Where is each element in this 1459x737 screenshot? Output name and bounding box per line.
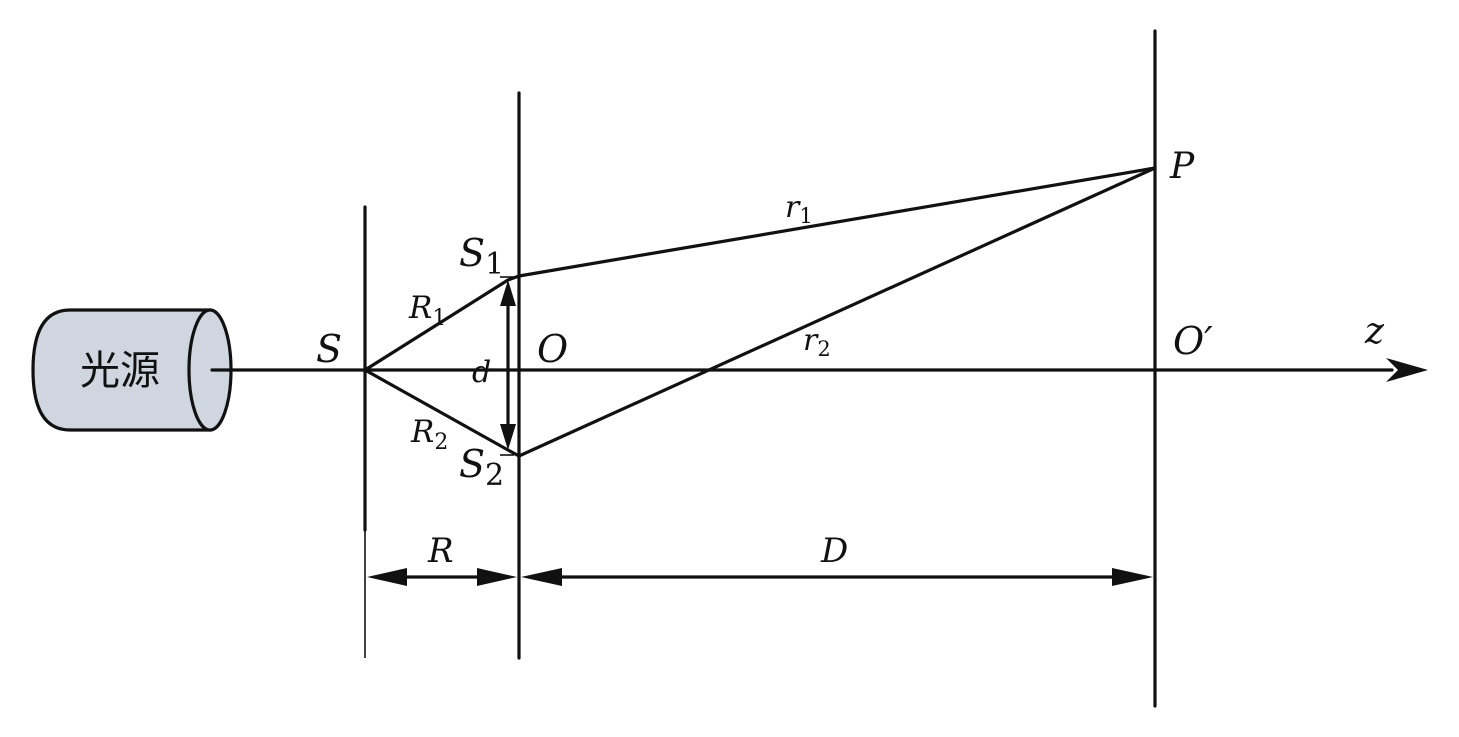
label-r2-base: r bbox=[803, 323, 819, 358]
path-r1 bbox=[517, 166, 1157, 278]
label-r1: r1 bbox=[785, 190, 813, 228]
label-r1-base: r bbox=[785, 190, 801, 225]
label-R2: R2 bbox=[410, 414, 448, 455]
dimension-R bbox=[367, 568, 517, 586]
light-source-body bbox=[31, 308, 212, 432]
label-O: O bbox=[537, 327, 568, 371]
label-S2: S2 bbox=[459, 442, 504, 493]
slit-separation-d bbox=[500, 276, 516, 456]
path-r2 bbox=[517, 166, 1157, 458]
label-z: z bbox=[1364, 311, 1385, 352]
label-S2-base: S bbox=[459, 442, 485, 486]
label-dimension-R: R bbox=[427, 531, 454, 571]
label-R1-sub: 1 bbox=[432, 306, 446, 331]
label-r2-sub: 2 bbox=[817, 337, 830, 361]
label-R1-base: R bbox=[408, 290, 432, 326]
label-S2-sub: 2 bbox=[485, 458, 504, 493]
light-source: 光源 bbox=[31, 308, 233, 432]
light-source-label: 光源 bbox=[80, 348, 160, 394]
label-d: d bbox=[472, 355, 491, 390]
label-r1-sub: 1 bbox=[799, 204, 812, 228]
label-R1: R1 bbox=[408, 290, 446, 331]
label-P: P bbox=[1169, 146, 1195, 187]
label-S1-sub: 1 bbox=[485, 247, 504, 282]
label-S1: S1 bbox=[459, 231, 504, 282]
label-R2-sub: 2 bbox=[434, 430, 448, 455]
label-S: S bbox=[316, 327, 342, 371]
z-axis-arrowhead bbox=[1386, 358, 1428, 382]
label-dimension-D: D bbox=[820, 531, 848, 571]
label-R2-base: R bbox=[410, 414, 434, 450]
label-S1-base: S bbox=[459, 231, 485, 275]
label-O-prime: O′ bbox=[1173, 319, 1213, 363]
label-r2: r2 bbox=[803, 323, 831, 361]
dimension-D bbox=[521, 568, 1153, 586]
